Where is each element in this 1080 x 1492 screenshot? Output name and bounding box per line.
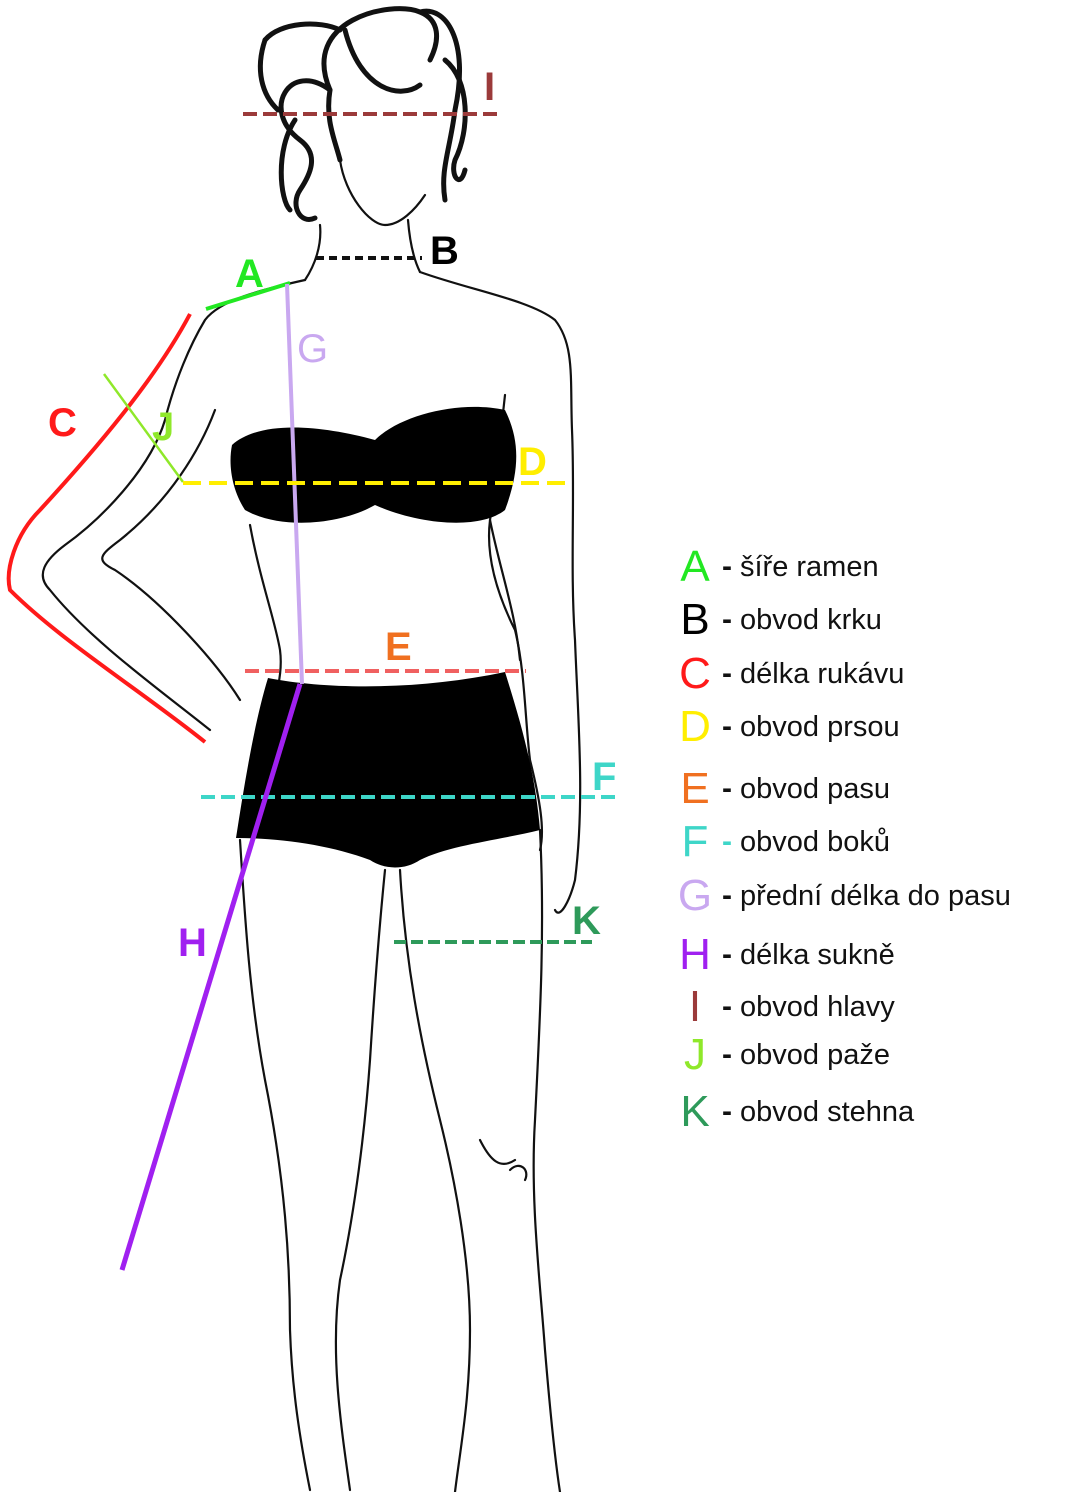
legend-letter-k: K xyxy=(680,1087,710,1136)
line-c xyxy=(6,313,207,744)
legend-item-b: B-obvod krku xyxy=(672,598,882,642)
label-j: J xyxy=(152,405,174,449)
legend-text-k: obvod stehna xyxy=(740,1096,915,1128)
legend-letter-c: C xyxy=(679,649,711,698)
legend-dash: - xyxy=(722,990,732,1023)
legend-dash: - xyxy=(722,1095,732,1128)
legend-dash: - xyxy=(722,825,732,858)
label-h: H xyxy=(178,921,207,965)
line-j xyxy=(102,373,185,483)
label-f: F xyxy=(592,755,616,799)
legend-letter-j: J xyxy=(684,1030,706,1079)
legend-text-f: obvod boků xyxy=(740,826,890,858)
legend-dash: - xyxy=(722,879,732,912)
label-b: B xyxy=(430,229,459,273)
label-k: K xyxy=(572,899,601,943)
legend-dash: - xyxy=(722,603,732,636)
label-e: E xyxy=(385,625,412,669)
legend-item-h: H-délka sukně xyxy=(672,933,895,977)
label-i: I xyxy=(484,65,495,109)
label-g: G xyxy=(297,327,328,371)
legend-item-f: F-obvod boků xyxy=(672,820,890,864)
legend-item-a: A-šíře ramen xyxy=(672,542,879,591)
legend-letter-f: F xyxy=(681,817,709,866)
legend-letter-h: H xyxy=(679,930,711,979)
legend-item-c: C-délka rukávu xyxy=(672,652,904,696)
legend-letter-b: B xyxy=(680,595,710,644)
hair-illustration xyxy=(257,6,468,222)
legend-text-c: délka rukávu xyxy=(740,658,905,690)
legend-letter-e: E xyxy=(680,764,710,813)
measurement-lines xyxy=(6,112,620,1271)
legend-text-g: přední délka do pasu xyxy=(740,880,1011,912)
legend-text-i: obvod hlavy xyxy=(740,991,895,1023)
legend-item-i: I-obvod hlavy xyxy=(672,985,895,1029)
briefs-shape xyxy=(236,672,540,868)
legend-dash: - xyxy=(722,772,732,805)
label-c: C xyxy=(48,401,77,445)
label-d: D xyxy=(518,440,547,484)
label-a: A xyxy=(235,252,264,296)
clothing xyxy=(230,406,540,868)
legend-dash: - xyxy=(722,710,732,743)
legend-letter-a: A xyxy=(680,542,710,591)
legend-text-b: obvod krku xyxy=(740,604,882,636)
legend-letter-g: G xyxy=(677,871,713,920)
legend-item-g: G-přední délka do pasu xyxy=(672,874,1011,918)
legend-text-h: délka sukně xyxy=(740,939,895,971)
legend-item-e: E-obvod pasu xyxy=(672,767,890,811)
legend-dash: - xyxy=(722,938,732,971)
body-outline xyxy=(41,158,582,1492)
legend-dash: - xyxy=(722,550,732,583)
legend-item-d: D-obvod prsou xyxy=(672,705,900,749)
bra-shape xyxy=(230,406,517,523)
legend-text-d: obvod prsou xyxy=(740,711,900,743)
legend-text-a: šíře ramen xyxy=(740,551,879,583)
line-a xyxy=(205,281,291,311)
legend-dash: - xyxy=(722,657,732,690)
legend-dash: - xyxy=(722,1038,732,1071)
line-h xyxy=(119,683,303,1271)
legend-item-k: K-obvod stehna xyxy=(672,1090,914,1134)
legend-item-j: J-obvod paže xyxy=(672,1033,890,1077)
legend-letter-d: D xyxy=(679,702,711,751)
legend-text-j: obvod paže xyxy=(740,1039,890,1071)
figure-labels: I B A G C J D E F K H xyxy=(48,65,616,965)
legend-text-e: obvod pasu xyxy=(740,773,890,805)
legend-letter-i: I xyxy=(688,982,702,1031)
